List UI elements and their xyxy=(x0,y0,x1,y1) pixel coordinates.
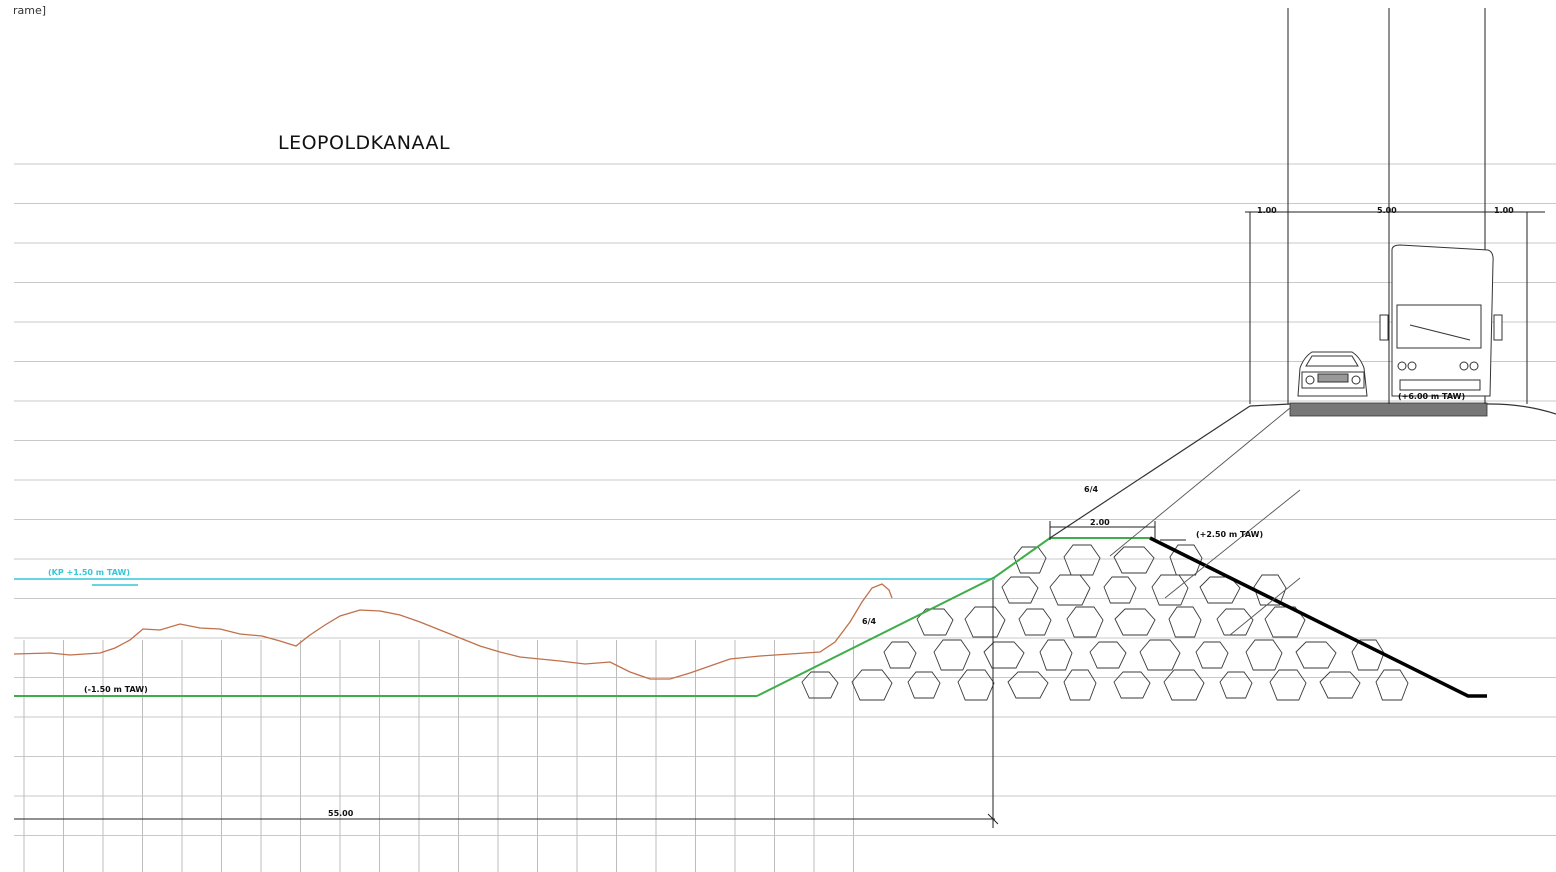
slope-ratio-upper: 6/4 xyxy=(1084,485,1098,494)
road-surface xyxy=(1249,403,1556,415)
water-level-label: (KP +1.50 m TAW) xyxy=(48,568,130,577)
car-icon xyxy=(1297,351,1368,397)
berm-level-label: (+2.50 m TAW) xyxy=(1196,530,1263,539)
riprap-stone xyxy=(907,671,941,699)
truck-icon xyxy=(1379,244,1503,397)
riprap-stone xyxy=(983,641,1025,669)
road-dimension-lines xyxy=(1245,8,1545,404)
riprap-stone xyxy=(1199,576,1241,604)
dike-upper-slope xyxy=(1049,405,1251,539)
riprap-stone xyxy=(1295,641,1337,669)
vertical-grid xyxy=(23,640,854,872)
drawing-title: LEOPOLDKANAAL xyxy=(278,132,450,154)
riprap-stone xyxy=(1163,669,1205,701)
riprap-stone xyxy=(801,671,839,699)
riprap-stone xyxy=(1063,669,1097,701)
berm-dimension xyxy=(1049,521,1186,541)
riprap-stone xyxy=(883,641,917,669)
inner-slope-line xyxy=(756,537,1051,697)
window-title-fragment: rame] xyxy=(13,4,47,17)
riprap-stone xyxy=(1089,641,1127,669)
riprap-stone xyxy=(1039,639,1073,671)
distance-dimension xyxy=(14,580,999,828)
road-dim-left: 1.00 xyxy=(1257,206,1277,215)
riprap-stone xyxy=(1001,576,1039,604)
riprap-stone xyxy=(957,669,995,701)
riprap-stone xyxy=(1168,606,1202,638)
riprap-stone xyxy=(1103,576,1137,604)
riprap-stone xyxy=(1007,671,1049,699)
riprap-stone xyxy=(1245,639,1283,671)
road-dim-right: 1.00 xyxy=(1494,206,1514,215)
riprap-stone xyxy=(1269,669,1307,701)
riprap-stone xyxy=(1151,574,1189,606)
riprap-stone xyxy=(1113,671,1151,699)
riprap-stone xyxy=(1049,574,1091,606)
riprap-stone xyxy=(1219,671,1253,699)
riprap-stone xyxy=(1319,671,1361,699)
riprap-stone xyxy=(1139,639,1181,671)
riprap-stone xyxy=(1375,669,1409,701)
slope-ratio-lower: 6/4 xyxy=(862,617,876,626)
riprap-stone xyxy=(933,639,971,671)
riprap-stone xyxy=(1063,544,1101,576)
horizontal-grid xyxy=(14,163,1556,836)
outer-slope-line xyxy=(1149,536,1487,698)
road-level-label: (+6.00 m TAW) xyxy=(1398,392,1465,401)
road-dim-middle: 5.00 xyxy=(1377,206,1397,215)
riprap-stone xyxy=(1013,546,1047,574)
riprap-stone xyxy=(1018,608,1052,636)
riprap-stone xyxy=(1066,606,1104,638)
construction-lines xyxy=(1109,407,1301,636)
riprap-stone xyxy=(1114,608,1156,636)
distance-label: 55.00 xyxy=(328,809,354,818)
riprap-stone xyxy=(1264,606,1306,638)
berm-width-label: 2.00 xyxy=(1090,518,1110,527)
riprap-stone xyxy=(1216,608,1254,636)
riprap-stone xyxy=(1253,574,1287,606)
riprap-stone xyxy=(916,608,954,636)
terrain-profile-line xyxy=(13,583,893,680)
road-pavement xyxy=(1289,402,1488,417)
riprap-stone xyxy=(1195,641,1229,669)
riprap-stone xyxy=(1113,546,1155,574)
riprap-stone-pattern xyxy=(801,544,1409,701)
canal-bottom-label: (-1.50 m TAW) xyxy=(84,685,148,694)
riprap-stone xyxy=(851,669,893,701)
riprap-stone xyxy=(964,606,1006,638)
